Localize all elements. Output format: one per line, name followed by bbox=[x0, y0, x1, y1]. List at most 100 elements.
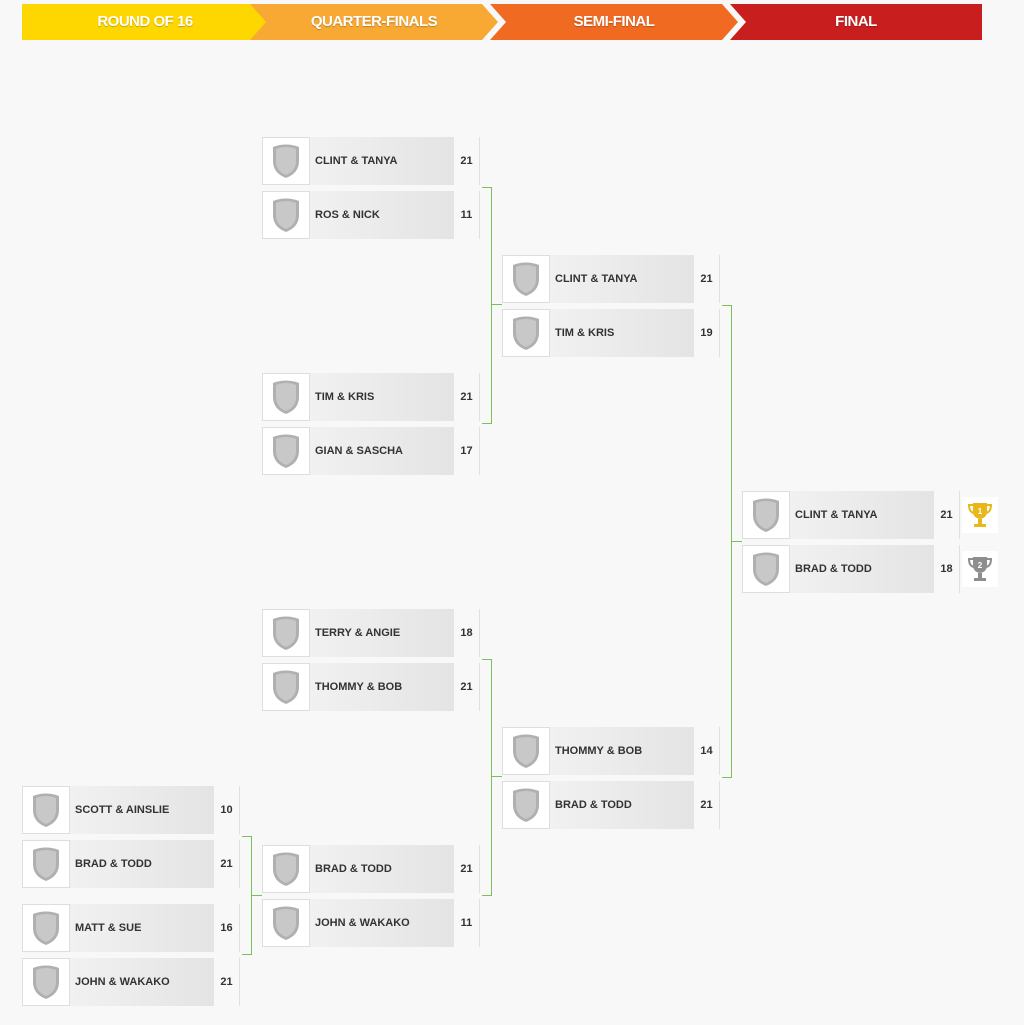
team-row-winner[interactable]: CLINT & TANYA 21 1 bbox=[742, 491, 998, 539]
team-score: 21 bbox=[454, 137, 480, 185]
team-row[interactable]: SCOTT & AINSLIE 10 bbox=[22, 786, 240, 834]
team-name: GIAN & SASCHA bbox=[310, 427, 454, 475]
team-row[interactable]: CLINT & TANYA 21 bbox=[502, 255, 720, 303]
team-logo bbox=[502, 727, 550, 775]
shield-icon bbox=[513, 316, 539, 350]
team-name: JOHN & WAKAKO bbox=[310, 899, 454, 947]
stage-round-of-16: ROUND OF 16 bbox=[22, 4, 268, 40]
team-logo bbox=[502, 781, 550, 829]
team-row[interactable]: BRAD & TODD 21 bbox=[22, 840, 240, 888]
shield-icon bbox=[273, 852, 299, 886]
shield-icon bbox=[273, 198, 299, 232]
connector-line bbox=[242, 836, 252, 837]
team-score: 17 bbox=[454, 427, 480, 475]
stage-label: FINAL bbox=[835, 13, 877, 30]
connector-line bbox=[491, 304, 502, 305]
team-logo bbox=[742, 491, 790, 539]
team-score: 21 bbox=[454, 845, 480, 893]
shield-icon bbox=[33, 847, 59, 881]
team-logo bbox=[502, 309, 550, 357]
team-score: 21 bbox=[214, 840, 240, 888]
connector-line bbox=[722, 777, 732, 778]
team-logo bbox=[22, 904, 70, 952]
team-name: BRAD & TODD bbox=[550, 781, 694, 829]
stage-label: QUARTER-FINALS bbox=[310, 13, 438, 30]
stage-label: ROUND OF 16 bbox=[97, 13, 193, 30]
team-row[interactable]: CLINT & TANYA 21 bbox=[262, 137, 480, 185]
shield-icon bbox=[273, 670, 299, 704]
connector-line bbox=[722, 305, 732, 306]
team-name: ROS & NICK bbox=[310, 191, 454, 239]
gold-trophy-icon: 1 bbox=[962, 497, 998, 533]
team-logo bbox=[22, 958, 70, 1006]
shield-icon bbox=[753, 552, 779, 586]
shield-icon bbox=[513, 262, 539, 296]
team-name: TERRY & ANGIE bbox=[310, 609, 454, 657]
team-logo bbox=[262, 845, 310, 893]
team-score: 11 bbox=[454, 191, 480, 239]
stage-semi-final: SEMI-FINAL bbox=[490, 4, 738, 40]
team-row[interactable]: TIM & KRIS 21 bbox=[262, 373, 480, 421]
team-logo bbox=[262, 427, 310, 475]
shield-icon bbox=[33, 911, 59, 945]
connector-line bbox=[482, 659, 492, 660]
team-name: JOHN & WAKAKO bbox=[70, 958, 214, 1006]
team-row[interactable]: ROS & NICK 11 bbox=[262, 191, 480, 239]
connector-line bbox=[242, 954, 252, 955]
team-row[interactable]: THOMMY & BOB 14 bbox=[502, 727, 720, 775]
team-name: TIM & KRIS bbox=[550, 309, 694, 357]
connector-line bbox=[491, 776, 502, 777]
shield-icon bbox=[33, 965, 59, 999]
shield-icon bbox=[273, 906, 299, 940]
team-row-runner-up[interactable]: BRAD & TODD 18 2 bbox=[742, 545, 998, 593]
connector-line bbox=[251, 895, 262, 896]
shield-icon bbox=[273, 144, 299, 178]
shield-icon bbox=[513, 788, 539, 822]
team-name: BRAD & TODD bbox=[70, 840, 214, 888]
connector-line bbox=[491, 187, 492, 424]
team-score: 18 bbox=[934, 545, 960, 593]
team-row[interactable]: GIAN & SASCHA 17 bbox=[262, 427, 480, 475]
team-name: THOMMY & BOB bbox=[550, 727, 694, 775]
stage-quarter-finals: QUARTER-FINALS bbox=[250, 4, 498, 40]
team-name: THOMMY & BOB bbox=[310, 663, 454, 711]
silver-trophy-icon: 2 bbox=[962, 551, 998, 587]
shield-icon bbox=[273, 434, 299, 468]
team-name: SCOTT & AINSLIE bbox=[70, 786, 214, 834]
team-name: CLINT & TANYA bbox=[550, 255, 694, 303]
shield-icon bbox=[33, 793, 59, 827]
team-logo bbox=[262, 137, 310, 185]
team-row[interactable]: MATT & SUE 16 bbox=[22, 904, 240, 952]
team-logo bbox=[262, 373, 310, 421]
team-name: CLINT & TANYA bbox=[310, 137, 454, 185]
team-row[interactable]: BRAD & TODD 21 bbox=[502, 781, 720, 829]
team-logo bbox=[262, 899, 310, 947]
team-logo bbox=[502, 255, 550, 303]
team-name: CLINT & TANYA bbox=[790, 491, 934, 539]
team-score: 19 bbox=[694, 309, 720, 357]
team-score: 18 bbox=[454, 609, 480, 657]
team-logo bbox=[262, 609, 310, 657]
team-row[interactable]: THOMMY & BOB 21 bbox=[262, 663, 480, 711]
team-score: 11 bbox=[454, 899, 480, 947]
team-row[interactable]: JOHN & WAKAKO 11 bbox=[262, 899, 480, 947]
shield-icon bbox=[273, 380, 299, 414]
gold-trophy-icon: 1 bbox=[968, 503, 992, 527]
team-row[interactable]: TIM & KRIS 19 bbox=[502, 309, 720, 357]
team-logo bbox=[262, 191, 310, 239]
team-score: 14 bbox=[694, 727, 720, 775]
connector-line bbox=[491, 659, 492, 896]
place-label: 2 bbox=[978, 561, 983, 570]
team-logo bbox=[742, 545, 790, 593]
team-name: BRAD & TODD bbox=[310, 845, 454, 893]
team-row[interactable]: TERRY & ANGIE 18 bbox=[262, 609, 480, 657]
team-score: 21 bbox=[454, 373, 480, 421]
team-row[interactable]: BRAD & TODD 21 bbox=[262, 845, 480, 893]
team-score: 16 bbox=[214, 904, 240, 952]
shield-icon bbox=[273, 616, 299, 650]
team-logo bbox=[22, 786, 70, 834]
team-row[interactable]: JOHN & WAKAKO 21 bbox=[22, 958, 240, 1006]
shield-icon bbox=[753, 498, 779, 532]
team-score: 21 bbox=[454, 663, 480, 711]
stage-header: ROUND OF 16 QUARTER-FINALS SEMI-FINAL FI… bbox=[22, 4, 982, 40]
